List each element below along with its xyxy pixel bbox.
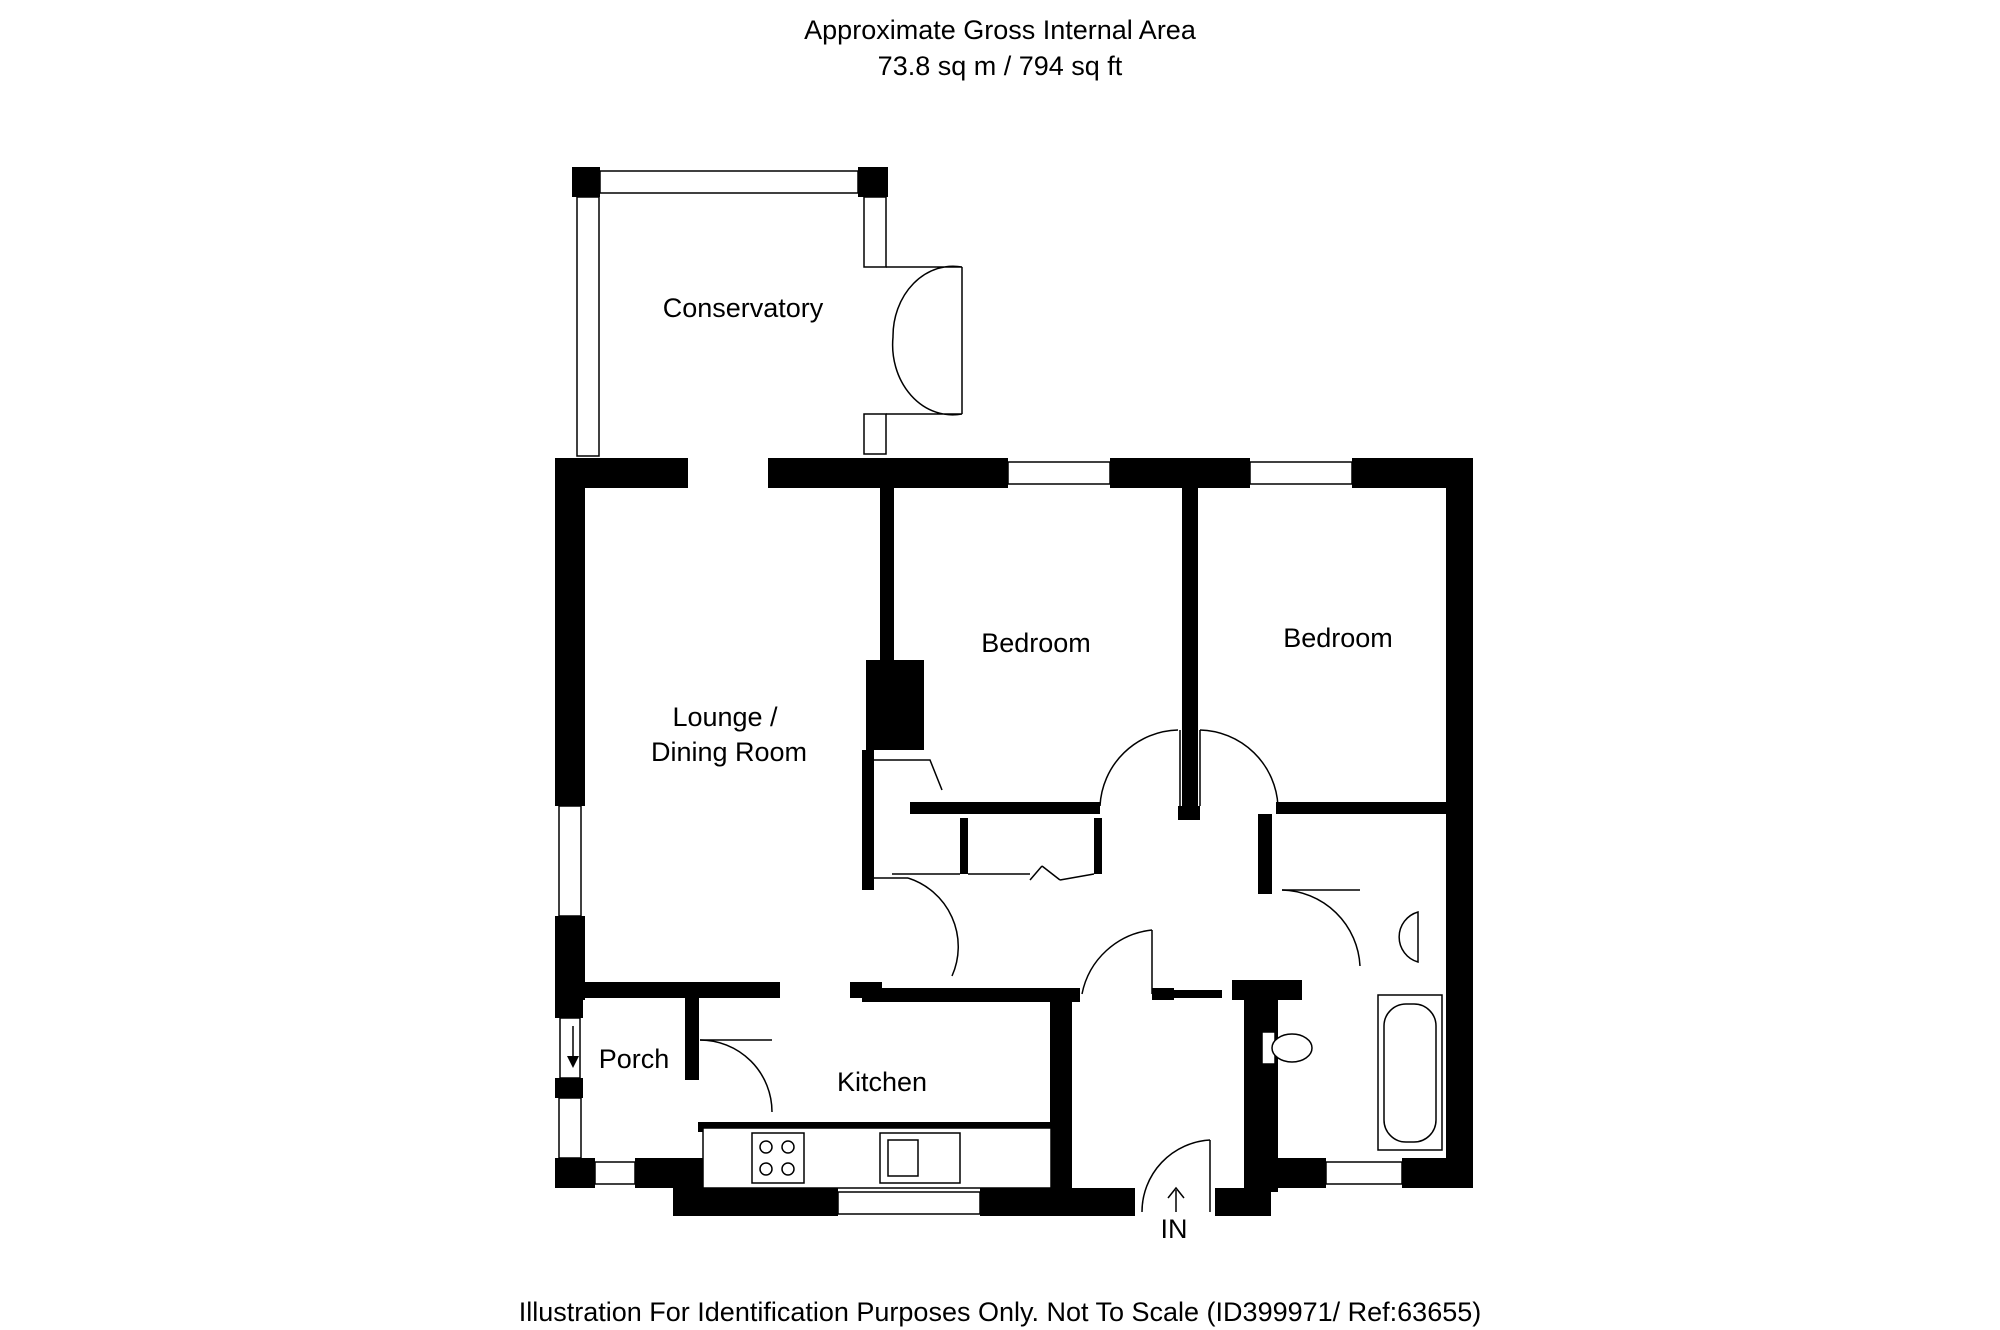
conservatory-walls — [572, 167, 888, 457]
entrance-label: IN — [1161, 1214, 1188, 1244]
porch-door-arrow — [567, 1026, 579, 1068]
internal-walls — [585, 488, 1456, 1216]
bathroom-fixtures — [1261, 911, 1443, 1151]
area-measurement: 73.8 sq m / 794 sq ft — [877, 51, 1123, 81]
entrance-arrow — [1167, 1186, 1185, 1212]
disclaimer-footer: Illustration For Identification Purposes… — [518, 1297, 1482, 1327]
kitchen-label: Kitchen — [837, 1067, 927, 1097]
bedroom-label-2: Bedroom — [1283, 623, 1393, 653]
outer-walls — [555, 458, 1473, 1216]
conservatory-label: Conservatory — [663, 293, 824, 323]
kitchen-worktop — [702, 1127, 1052, 1189]
internal-doors — [699, 729, 1361, 1213]
area-title: Approximate Gross Internal Area — [804, 15, 1196, 45]
lounge-label-line1: Lounge / — [672, 702, 778, 732]
bedroom-label-1: Bedroom — [981, 628, 1091, 658]
lounge-label-line2: Dining Room — [651, 737, 807, 767]
porch-label: Porch — [599, 1044, 670, 1074]
conservatory-french-doors — [886, 265, 963, 416]
